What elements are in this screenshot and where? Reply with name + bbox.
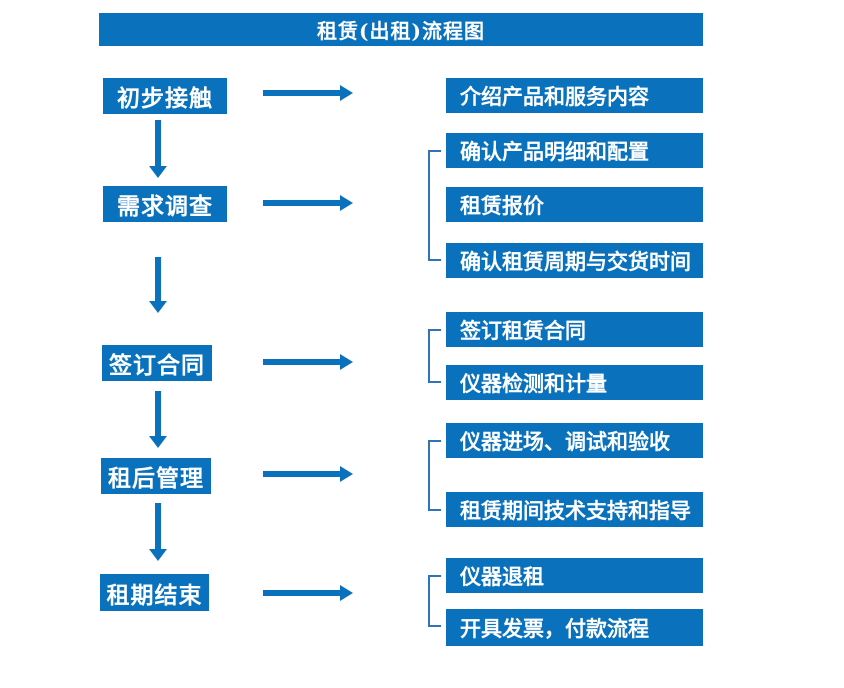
right-arrow-icon-5 [263, 590, 340, 596]
down-arrow-icon-1 [155, 120, 161, 166]
substep-box-confirm-details: 确认产品明细和配置 [446, 133, 703, 168]
substep-box-introduce-products: 介绍产品和服务内容 [446, 78, 703, 113]
bracket-rental-end-group [428, 575, 441, 627]
page-title: 租赁(出租)流程图 [99, 13, 703, 46]
stage-box-initial-contact: 初步接触 [103, 78, 227, 114]
substep-box-instrument-testing: 仪器检测和计量 [446, 365, 703, 400]
substep-box-sign-rental-contract: 签订租赁合同 [446, 312, 703, 347]
bracket-demand-survey-group [428, 150, 441, 261]
bracket-sign-contract-group [428, 329, 441, 383]
right-arrow-icon-4 [263, 471, 340, 477]
right-arrow-icon-1 [263, 90, 340, 96]
down-arrow-icon-4 [155, 503, 161, 549]
down-arrow-icon-2 [155, 257, 161, 301]
stage-box-post-rental-management: 租后管理 [101, 458, 211, 494]
right-arrow-icon-2 [263, 200, 340, 206]
stage-box-rental-end: 租期结束 [100, 574, 209, 611]
substep-box-instrument-return: 仪器退租 [446, 558, 703, 593]
substep-box-confirm-period-delivery: 确认租赁周期与交货时间 [446, 243, 703, 278]
down-arrow-icon-3 [155, 391, 161, 436]
substep-box-instrument-setup: 仪器进场、调试和验收 [446, 423, 703, 458]
substep-box-rental-quote: 租赁报价 [446, 187, 703, 222]
stage-box-demand-survey: 需求调查 [103, 186, 227, 222]
bracket-post-rental-group [428, 440, 441, 511]
substep-box-invoice-payment: 开具发票，付款流程 [446, 609, 703, 646]
right-arrow-icon-3 [263, 359, 340, 365]
substep-box-tech-support: 租赁期间技术支持和指导 [446, 492, 703, 527]
stage-box-sign-contract: 签订合同 [102, 345, 212, 381]
